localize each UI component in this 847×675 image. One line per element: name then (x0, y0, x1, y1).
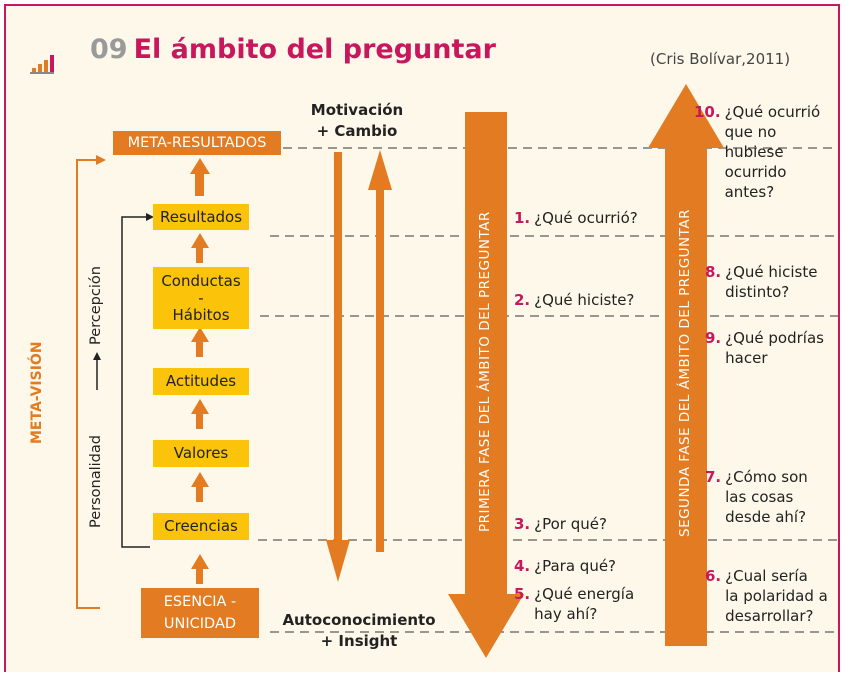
personality-label: Personalidad (88, 435, 104, 528)
question-4: 4.¿Para qué? (514, 557, 617, 575)
level-actitudes: Actitudes (153, 368, 249, 395)
question-6: 6.¿Cual sería la polaridad a desarrollar… (705, 567, 828, 625)
question-3: 3.¿Por qué? (514, 515, 607, 533)
second-phase-arrow (665, 146, 707, 646)
perception-bracket (121, 216, 150, 548)
bar-chart-icon (30, 54, 56, 74)
perception-label: Percepción (88, 266, 104, 345)
level-valores: Valores (153, 440, 249, 467)
essence-box: ESENCIA - UNICIDAD (141, 588, 259, 638)
section-number: 09 (90, 34, 128, 65)
motivation-label: Motivación + Cambio (310, 101, 404, 140)
question-2: 2.¿Qué hiciste? (514, 291, 635, 309)
center-up-arrow (376, 188, 384, 552)
level-arrows (190, 158, 210, 584)
first-phase-label: PRIMERA FASE DEL ÁMBITO DEL PREGUNTAR (477, 211, 493, 533)
citation: (Cris Bolívar,2011) (650, 50, 791, 68)
level-creencias: Creencias (153, 513, 249, 540)
self-knowledge-label: Autoconocimiento + Insight (282, 611, 436, 650)
question-8: 8.¿Qué hiciste distinto? (705, 263, 818, 301)
level-conductas-habitos: Conductas - Hábitos (153, 267, 249, 329)
center-down-arrow (334, 152, 342, 542)
question-9: 9.¿Qué podrías hacer (705, 329, 824, 367)
title-text: El ámbito del preguntar (133, 34, 496, 65)
meta-vision-bracket (76, 159, 100, 609)
dashed-guides (258, 147, 838, 633)
question-1: 1.¿Qué ocurrió? (514, 209, 638, 227)
meta-results-box: META-RESULTADOS (113, 131, 281, 155)
second-phase-label: SEGUNDA FASE DEL ÁMBITO DEL PREGUNTAR (677, 209, 693, 537)
question-7: 7.¿Cómo son las cosas desde ahí? (705, 468, 808, 526)
question-10: 10.¿Qué ocurrió que no hubiese ocurrido … (694, 103, 821, 201)
meta-vision-label: META-VISIÓN (29, 341, 45, 444)
first-phase-arrow (465, 112, 507, 596)
question-5: 5.¿Qué energía hay ahí? (514, 585, 635, 623)
level-resultados: Resultados (153, 204, 249, 230)
